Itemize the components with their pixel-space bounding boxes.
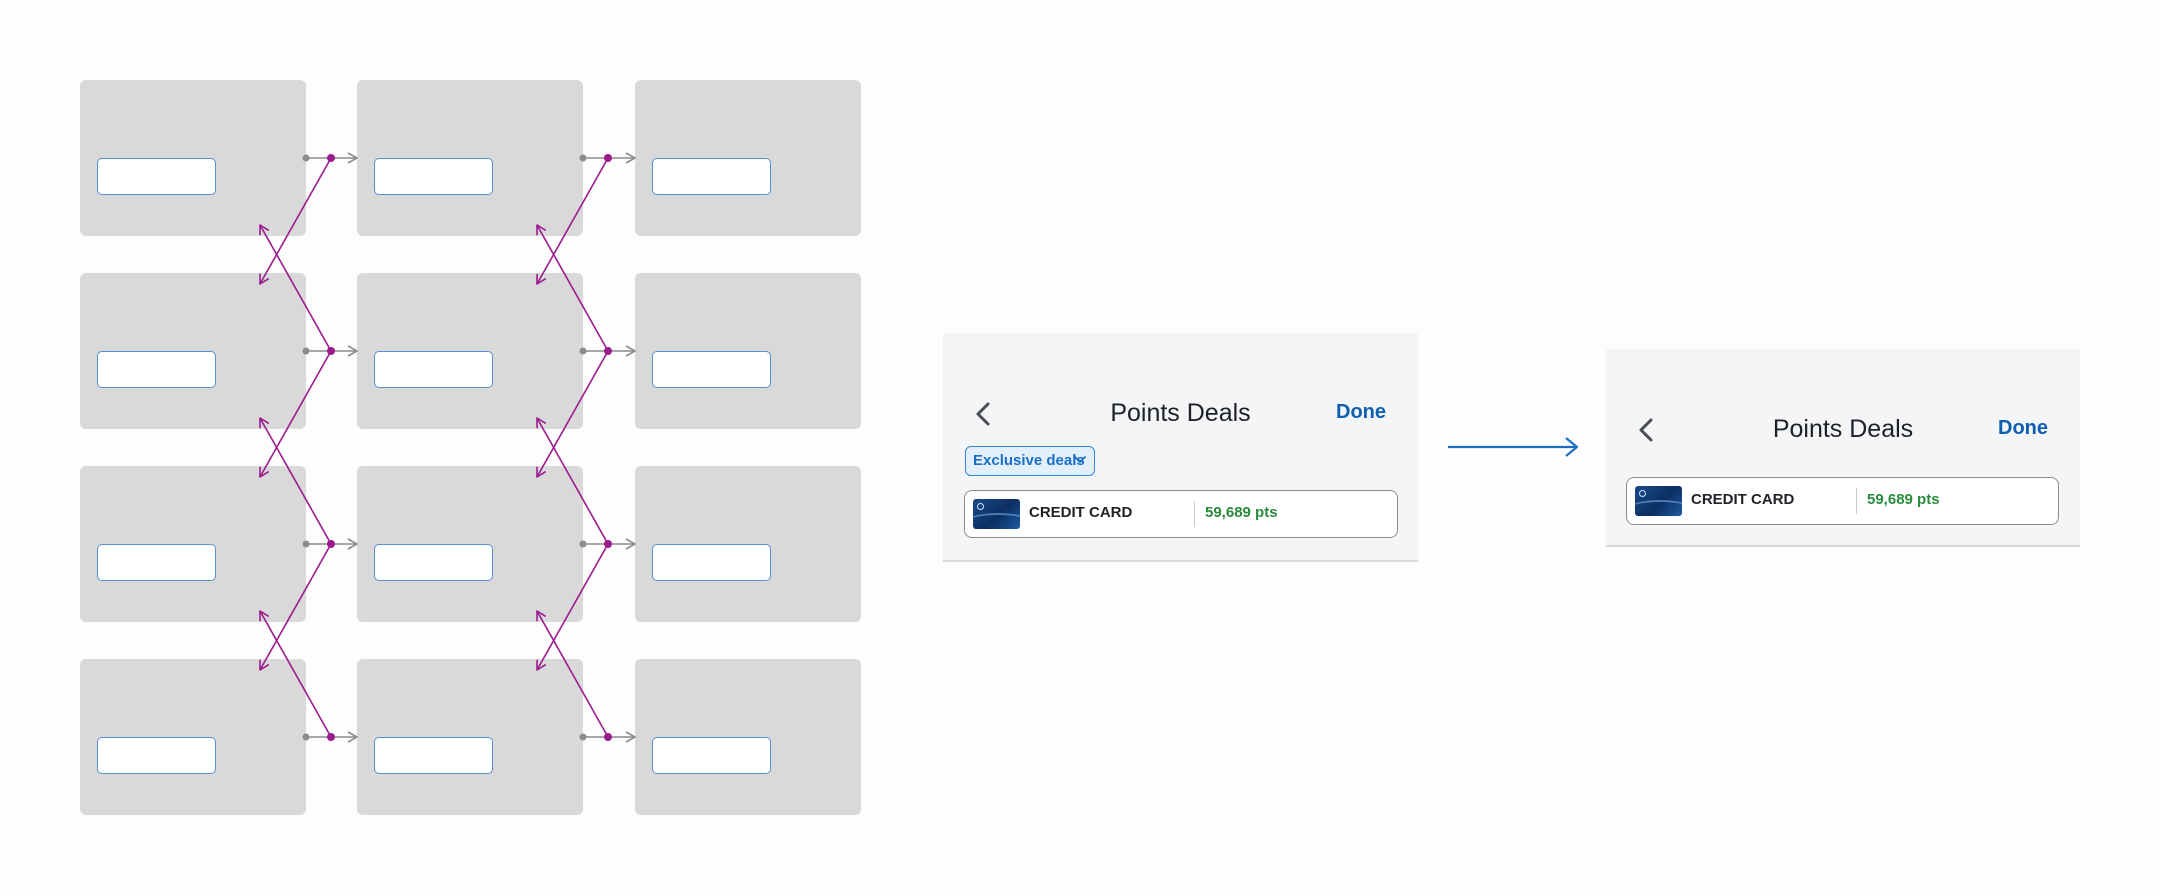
hotspot: [97, 351, 216, 388]
prototype-frame: [80, 466, 306, 622]
chevron-down-icon: [1074, 456, 1086, 463]
connector-line: [259, 350, 332, 478]
page-title: Points Deals: [1772, 415, 1914, 443]
hotspot: [97, 544, 216, 581]
hotspot: [652, 737, 771, 774]
hotspot: [374, 158, 493, 195]
prototype-frame: [80, 659, 306, 815]
connector-line: [259, 417, 332, 545]
arrow-right-icon: [347, 152, 358, 164]
connector-line: [259, 224, 332, 352]
filter-chip-label: Exclusive deals: [973, 452, 1085, 469]
prototype-frame: [357, 659, 583, 815]
connector-line: [536, 543, 609, 671]
hotspot: [374, 544, 493, 581]
arrow-icon: [259, 224, 270, 236]
prototype-frame: [635, 659, 861, 815]
hotspot: [374, 351, 493, 388]
navigation-bar: Points Deals Done: [943, 395, 1418, 435]
connector-line: [536, 224, 609, 352]
arrow-icon: [259, 466, 270, 478]
done-button[interactable]: Done: [1336, 401, 1386, 423]
arrow-icon: [536, 273, 547, 285]
arrow-right-icon: [625, 152, 636, 164]
connector-line: [259, 610, 332, 738]
chevron-left-icon[interactable]: [971, 401, 997, 427]
arrow-right-icon: [347, 731, 358, 743]
arrow-icon: [536, 417, 547, 429]
credit-card-image: [973, 499, 1020, 529]
arrow-right-icon: [625, 731, 636, 743]
prototype-frame: [80, 80, 306, 236]
arrow-icon: [536, 659, 547, 671]
prototype-frame: [357, 80, 583, 236]
connector-line: [536, 157, 609, 285]
hotspot: [652, 351, 771, 388]
prototype-frame: [635, 80, 861, 236]
connector-line: [536, 610, 609, 738]
prototype-frame: [357, 466, 583, 622]
connector-line: [536, 350, 609, 478]
exclusive-deals-filter-chip[interactable]: Exclusive deals: [965, 446, 1095, 476]
connector-line: [259, 543, 332, 671]
hotspot: [97, 158, 216, 195]
arrow-right-icon: [347, 345, 358, 357]
arrow-icon: [536, 224, 547, 236]
page-title: Points Deals: [1110, 399, 1251, 427]
arrow-icon: [259, 417, 270, 429]
divider: [1194, 501, 1195, 527]
arrow-icon: [259, 659, 270, 671]
points-balance: 59,689 pts: [1205, 504, 1278, 521]
points-deals-screen-before: Points Deals Done Exclusive deals CREDIT…: [943, 333, 1418, 562]
credit-card-image: [1635, 486, 1682, 516]
points-deals-screen-after: Points Deals Done CREDIT CARD 59,689 pts: [1606, 349, 2080, 547]
points-balance: 59,689 pts: [1867, 491, 1940, 508]
card-name: CREDIT CARD: [1691, 491, 1795, 508]
arrow-icon: [536, 610, 547, 622]
arrow-right-icon: [625, 345, 636, 357]
hotspot: [97, 737, 216, 774]
connector-line: [259, 157, 332, 285]
chevron-left-icon[interactable]: [1634, 417, 1660, 443]
hotspot: [374, 737, 493, 774]
connector-line: [536, 417, 609, 545]
arrow-icon: [259, 273, 270, 285]
arrow-right-icon: [625, 538, 636, 550]
prototype-frame: [80, 273, 306, 429]
hotspot: [652, 544, 771, 581]
card-name: CREDIT CARD: [1029, 504, 1133, 521]
credit-card-row[interactable]: CREDIT CARD 59,689 pts: [964, 490, 1398, 538]
arrow-icon: [536, 466, 547, 478]
prototype-flow-diagram: [0, 0, 880, 896]
connector-lines: [259, 152, 636, 743]
done-button[interactable]: Done: [1998, 417, 2048, 439]
hotspot: [652, 158, 771, 195]
prototype-frame: [357, 273, 583, 429]
arrow-right-icon: [347, 538, 358, 550]
credit-card-row[interactable]: CREDIT CARD 59,689 pts: [1626, 477, 2059, 525]
arrow-right-icon: [1448, 437, 1579, 457]
navigation-bar: Points Deals Done: [1606, 411, 2080, 451]
prototype-frame: [635, 466, 861, 622]
divider: [1856, 488, 1857, 514]
arrow-icon: [259, 610, 270, 622]
prototype-frame: [635, 273, 861, 429]
